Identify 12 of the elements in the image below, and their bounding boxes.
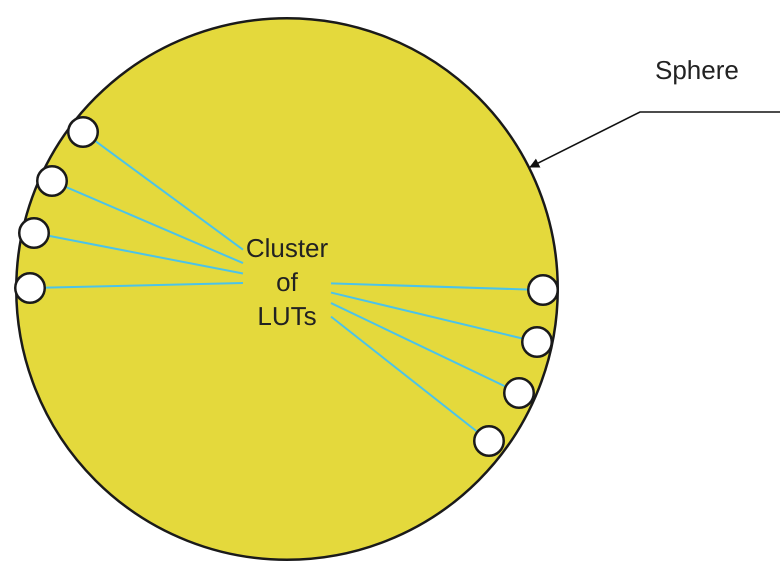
sphere-label: Sphere — [640, 45, 780, 112]
connector-line — [330, 282, 528, 290]
connector-line — [46, 282, 244, 289]
connector-line — [66, 186, 244, 264]
connector-line — [50, 235, 244, 274]
leader-line — [529, 111, 780, 168]
connector-line — [330, 316, 478, 432]
sphere — [15, 17, 559, 561]
cluster-label: Cluster of LUTs — [243, 231, 331, 333]
connector-line — [330, 302, 505, 387]
connector-line — [95, 140, 244, 250]
connector-line — [330, 292, 522, 340]
